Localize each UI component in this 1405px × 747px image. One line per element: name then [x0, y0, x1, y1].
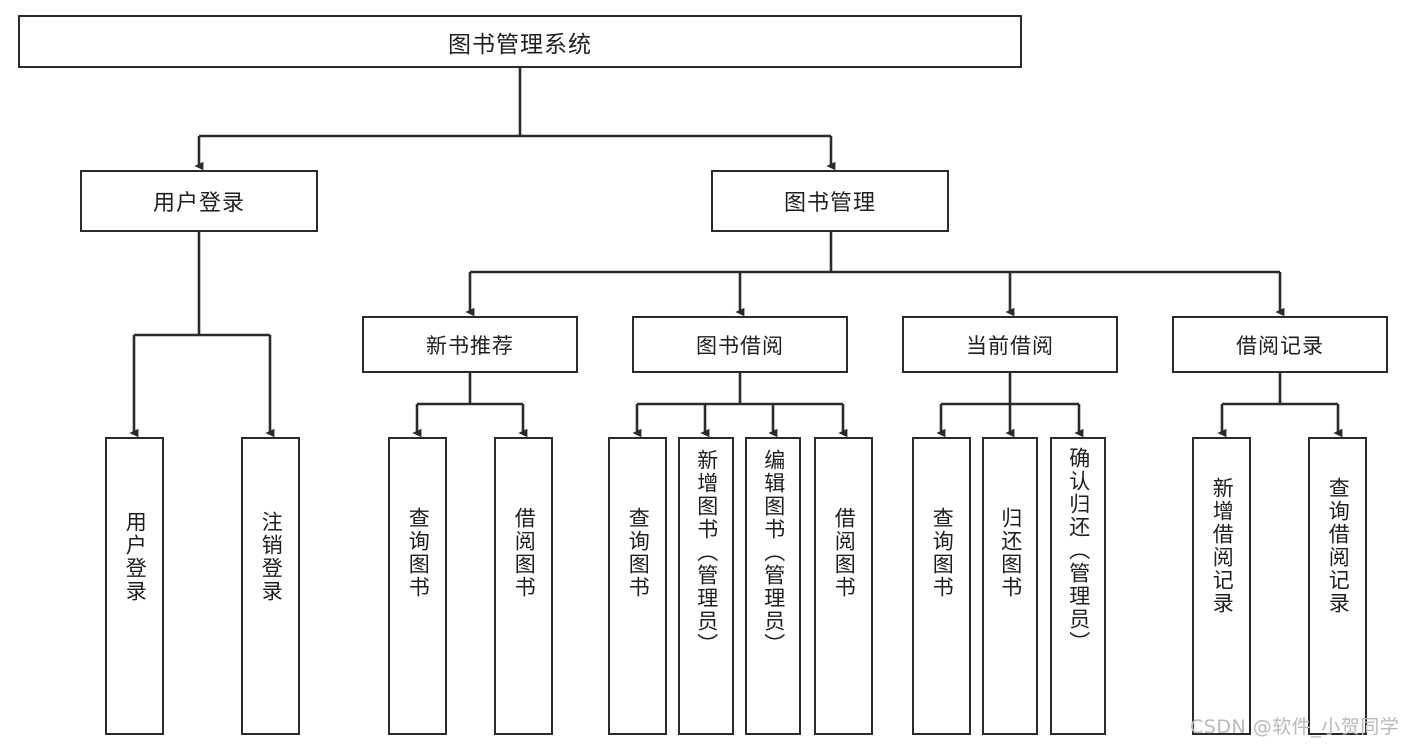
leaf-user-login-logout-label: 注销登录 [259, 511, 284, 603]
leaf-book-borrow-edit[interactable]: 编辑图书（管理员） [745, 437, 801, 735]
leaf-new-book-borrow-label: 借阅图书 [512, 507, 537, 599]
leaf-book-borrow-query[interactable]: 查询图书 [608, 437, 667, 735]
node-user-login-label: 用户登录 [152, 191, 245, 216]
leaf-user-login-login[interactable]: 用户登录 [105, 437, 164, 735]
leaf-borrow-record-add-body: 新增借阅记录 [1194, 477, 1249, 733]
leaf-borrow-record-query-label: 查询借阅记录 [1326, 477, 1351, 615]
leaf-current-borrow-confirm-return-label: 确认归还（管理员） [1066, 447, 1091, 654]
leaf-user-login-login-label: 用户登录 [123, 511, 148, 603]
leaf-new-book-query-label: 查询图书 [406, 507, 431, 599]
leaf-current-borrow-confirm-return-body: 确认归还（管理员） [1052, 447, 1104, 733]
leaf-user-login-logout-body: 注销登录 [243, 511, 298, 733]
leaf-book-borrow-borrow-body: 借阅图书 [816, 507, 871, 733]
leaf-new-book-query-body: 查询图书 [390, 507, 445, 733]
leaf-new-book-borrow-body: 借阅图书 [496, 507, 551, 733]
node-borrow-record[interactable]: 借阅记录 [1172, 316, 1388, 373]
leaf-new-book-borrow[interactable]: 借阅图书 [494, 437, 553, 735]
leaf-borrow-record-add[interactable]: 新增借阅记录 [1192, 437, 1251, 735]
node-new-book-recommend-label: 新书推荐 [426, 333, 514, 358]
node-root-system-label: 图书管理系统 [448, 31, 592, 58]
csdn-watermark: CSDN @软件_小贺同学 [1190, 716, 1400, 738]
node-book-management[interactable]: 图书管理 [711, 170, 949, 232]
leaf-current-borrow-return-label: 归还图书 [998, 507, 1023, 599]
leaf-current-borrow-query[interactable]: 查询图书 [912, 437, 971, 735]
node-current-borrow-label: 当前借阅 [966, 333, 1054, 358]
leaf-user-login-login-body: 用户登录 [107, 511, 162, 733]
leaf-borrow-record-query-body: 查询借阅记录 [1310, 477, 1365, 733]
leaf-borrow-record-query[interactable]: 查询借阅记录 [1308, 437, 1367, 735]
leaf-new-book-query[interactable]: 查询图书 [388, 437, 447, 735]
leaf-borrow-record-add-label: 新增借阅记录 [1210, 477, 1235, 615]
leaf-book-borrow-query-body: 查询图书 [610, 507, 665, 733]
leaf-book-borrow-edit-body: 编辑图书（管理员） [747, 449, 799, 733]
node-borrow-record-label: 借阅记录 [1236, 333, 1324, 358]
leaf-book-borrow-query-label: 查询图书 [626, 507, 651, 599]
leaf-current-borrow-confirm-return[interactable]: 确认归还（管理员） [1050, 437, 1106, 735]
node-user-login[interactable]: 用户登录 [80, 170, 318, 232]
leaf-current-borrow-return[interactable]: 归还图书 [982, 437, 1038, 735]
leaf-current-borrow-query-body: 查询图书 [914, 507, 969, 733]
leaf-book-borrow-edit-label: 编辑图书（管理员） [761, 449, 786, 656]
leaf-current-borrow-query-label: 查询图书 [930, 507, 955, 599]
leaf-book-borrow-borrow[interactable]: 借阅图书 [814, 437, 873, 735]
node-book-borrow[interactable]: 图书借阅 [632, 316, 848, 373]
node-book-borrow-label: 图书借阅 [696, 333, 784, 358]
node-current-borrow[interactable]: 当前借阅 [902, 316, 1118, 373]
node-new-book-recommend[interactable]: 新书推荐 [362, 316, 578, 373]
leaf-user-login-logout[interactable]: 注销登录 [241, 437, 300, 735]
leaf-current-borrow-return-body: 归还图书 [984, 507, 1036, 733]
leaf-book-borrow-add-label: 新增图书（管理员） [694, 449, 719, 656]
node-book-management-label: 图书管理 [783, 191, 876, 216]
node-root-system[interactable]: 图书管理系统 [18, 15, 1022, 68]
leaf-book-borrow-borrow-label: 借阅图书 [832, 507, 857, 599]
leaf-book-borrow-add-body: 新增图书（管理员） [680, 449, 732, 733]
leaf-book-borrow-add[interactable]: 新增图书（管理员） [678, 437, 734, 735]
